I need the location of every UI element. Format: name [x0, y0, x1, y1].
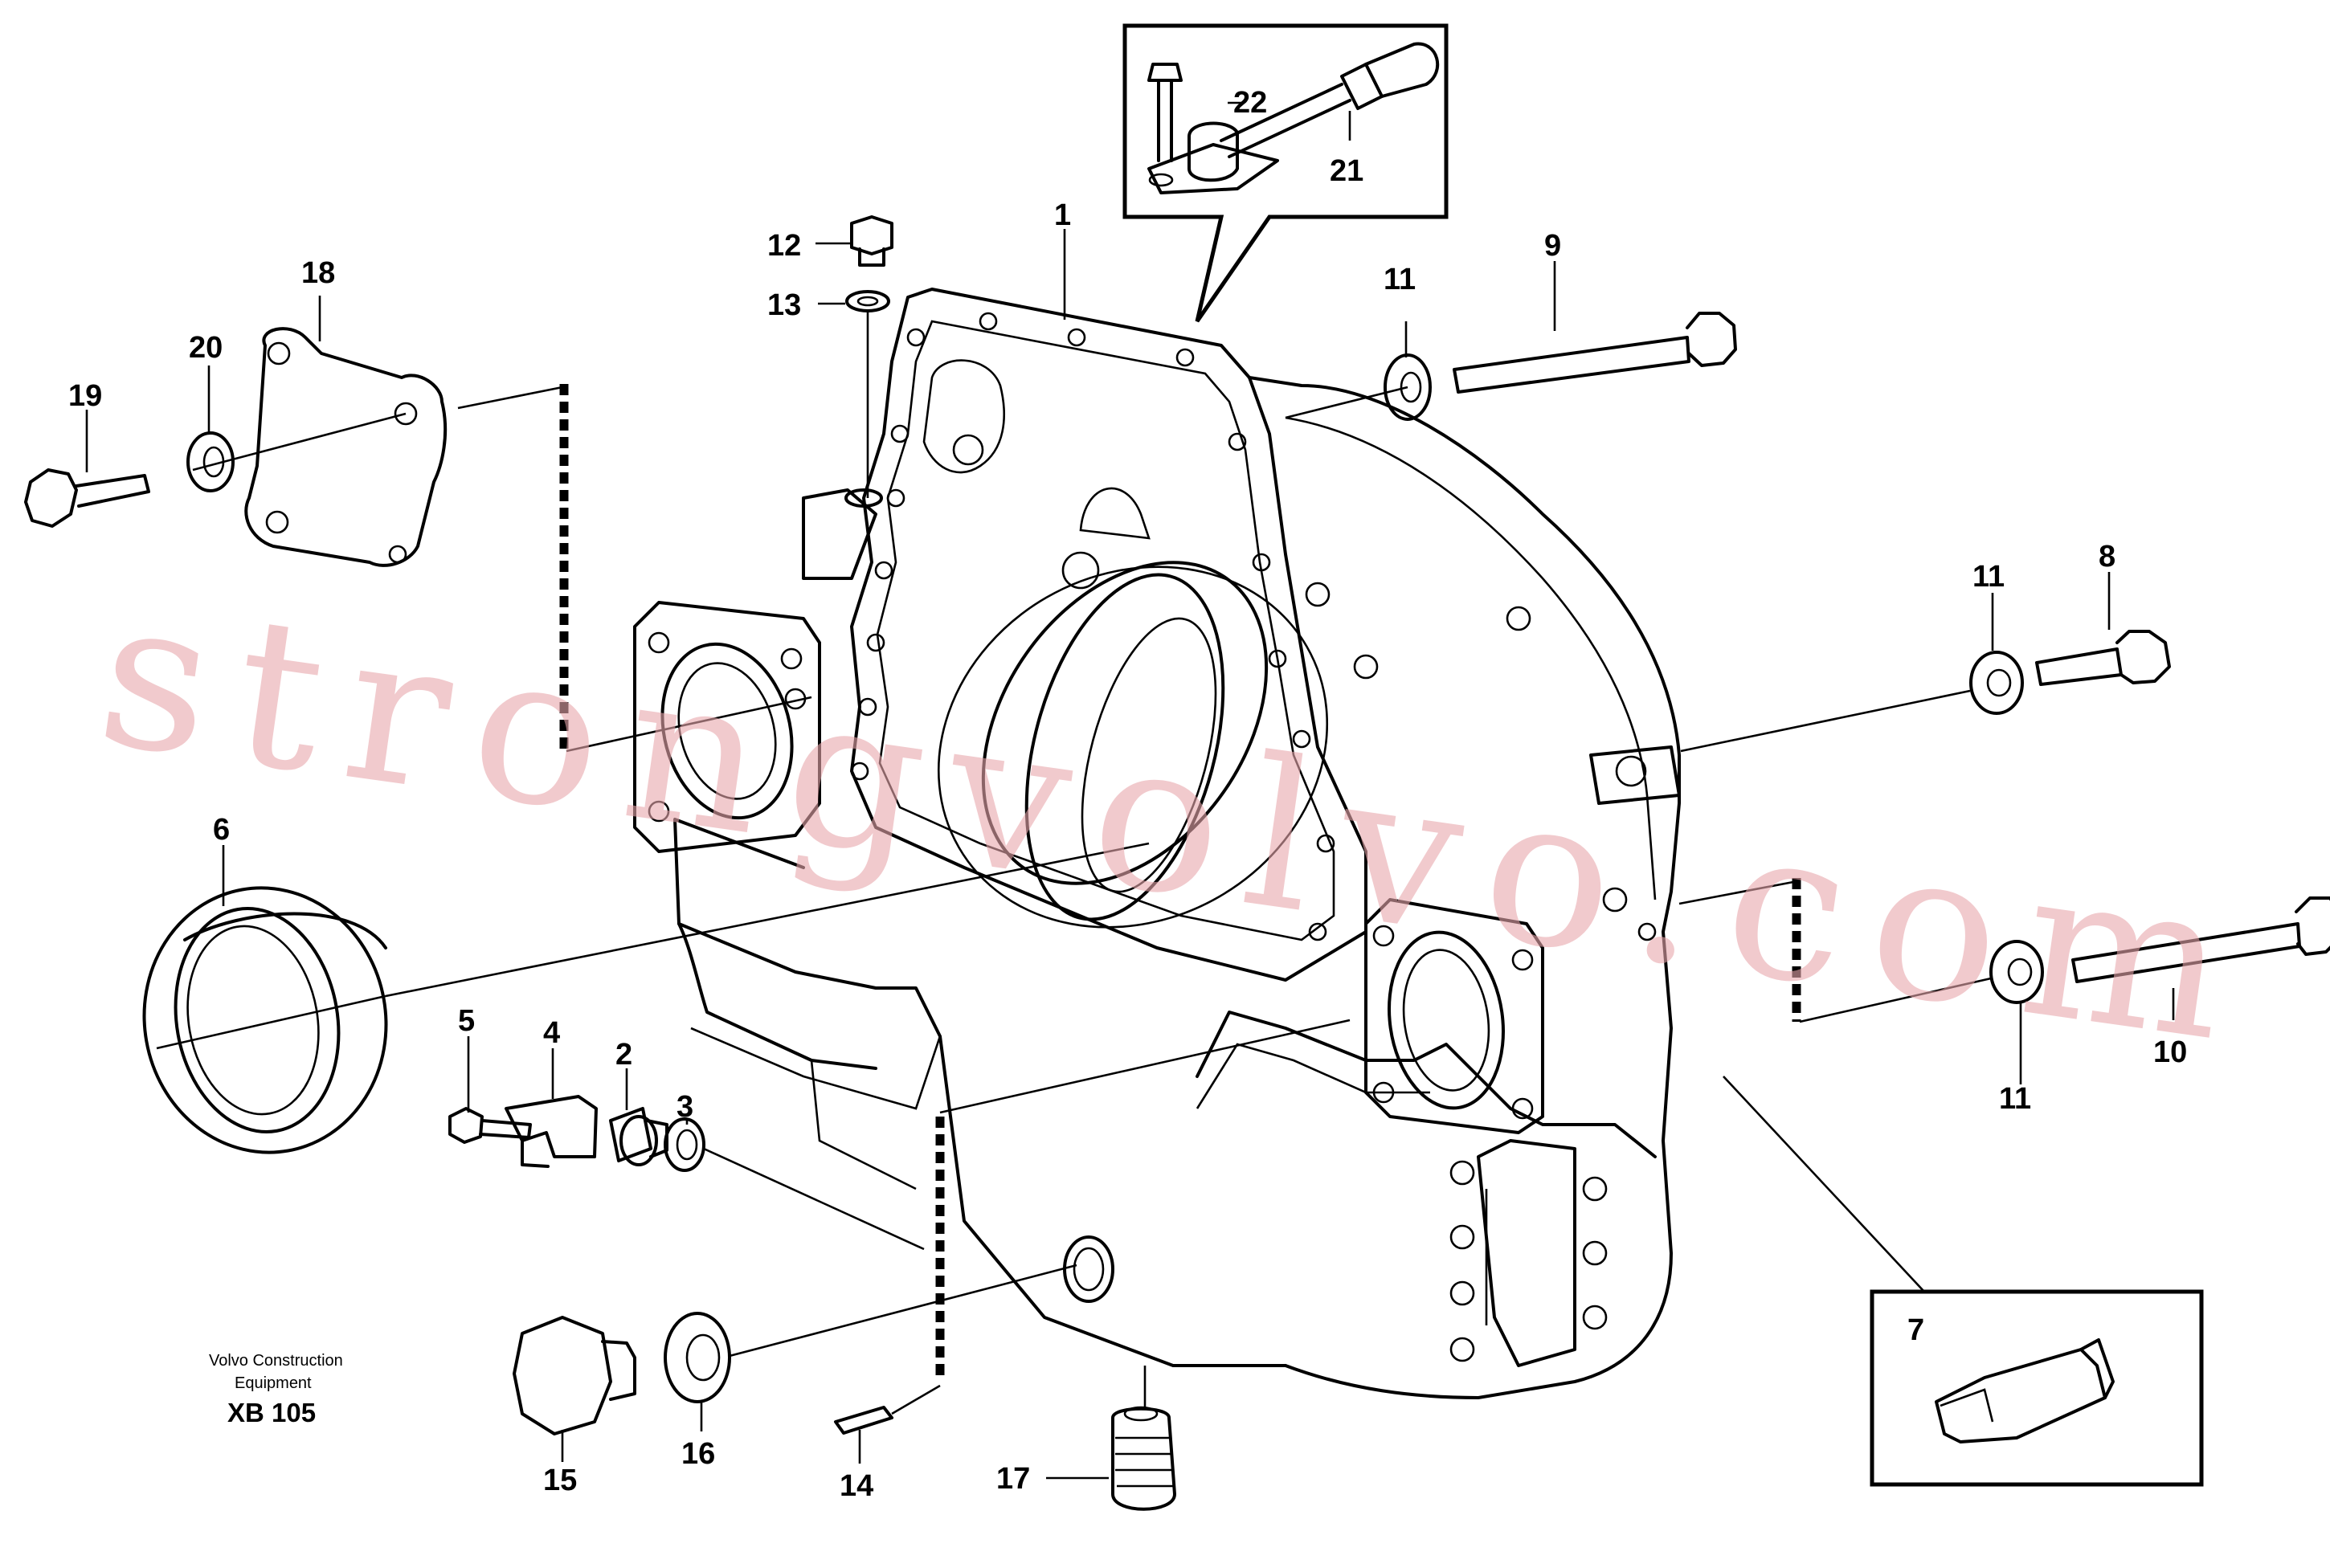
callout-5: 5	[458, 1004, 475, 1038]
plug-12	[850, 215, 893, 267]
leader-lines	[85, 101, 2175, 1480]
washer-16	[664, 1312, 731, 1403]
flywheel-housing	[633, 288, 1681, 1399]
brand-line-1: Volvo Construction	[209, 1352, 343, 1370]
callout-21: 21	[1330, 154, 1363, 188]
bolt-5	[448, 1107, 532, 1144]
callout-13: 13	[767, 288, 801, 322]
bolt-19	[24, 468, 150, 528]
bolt-22-drawing	[1147, 63, 1279, 194]
sensor-2	[609, 1107, 668, 1166]
callout-18: 18	[301, 256, 335, 290]
callout-14: 14	[840, 1469, 873, 1503]
seal-6	[142, 886, 388, 1154]
bracket-4	[505, 1095, 598, 1168]
callout-9: 9	[1544, 229, 1561, 263]
washer-11a	[1384, 353, 1432, 421]
callout-19: 19	[68, 379, 102, 413]
cover-18	[244, 327, 448, 567]
callout-22: 22	[1233, 86, 1267, 120]
dowel-14	[834, 1406, 893, 1435]
callout-7: 7	[1907, 1313, 1924, 1347]
washer-3	[664, 1117, 705, 1172]
callout-20: 20	[189, 331, 223, 365]
inset-sealant-box	[1723, 1076, 2204, 1487]
callout-1: 1	[1054, 198, 1071, 232]
drain-plug-15	[513, 1316, 636, 1435]
callout-11c: 11	[1999, 1082, 2031, 1116]
callout-6: 6	[213, 813, 230, 847]
watermark: strongvolvo.com	[86, 553, 2267, 1091]
inset-sensor-box	[1122, 23, 1449, 323]
brand-line-2: Equipment	[235, 1374, 312, 1392]
callout-10: 10	[2153, 1035, 2187, 1069]
callout-2: 2	[615, 1038, 632, 1072]
callout-labels: 1 2 3 4 5 6 7 8 9 10 11 11 11 12 13 14 1…	[68, 86, 2187, 1503]
callout-3: 3	[677, 1090, 693, 1124]
callout-11a: 11	[1384, 263, 1416, 296]
callout-8: 8	[2099, 540, 2115, 574]
drawing-code: XB 105	[227, 1398, 316, 1427]
sensor-21-drawing	[1187, 42, 1440, 182]
brand-block: Volvo Construction Equipment XB 105	[209, 1352, 343, 1427]
callout-15: 15	[543, 1464, 577, 1497]
washer-11b	[1969, 651, 2024, 715]
bolt-9	[1453, 312, 1737, 394]
callout-12: 12	[767, 229, 801, 263]
callout-17: 17	[996, 1462, 1030, 1496]
bolt-10	[2071, 896, 2330, 983]
washer-13	[845, 290, 890, 312]
plug-17	[1111, 1406, 1176, 1511]
callout-4: 4	[543, 1016, 560, 1050]
callout-11b: 11	[1972, 560, 2005, 594]
washer-11c	[1989, 940, 2044, 1004]
callout-16: 16	[681, 1437, 715, 1471]
bolt-8	[2035, 630, 2171, 686]
